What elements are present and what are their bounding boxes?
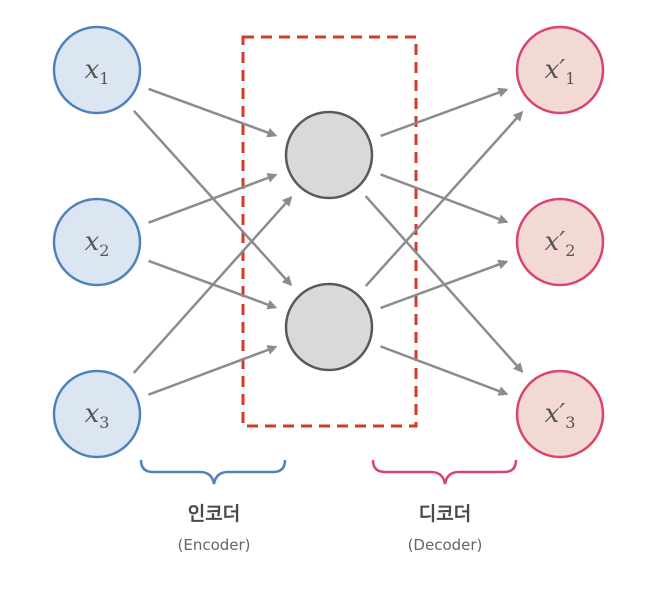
decoder-arrow-2-2 (380, 259, 509, 310)
encoder-arrow-3-2 (148, 345, 278, 396)
encoder-arrow-1-1 (148, 87, 278, 138)
svg-text:x′3: x′3 (545, 399, 576, 432)
hidden-node-1 (284, 110, 374, 200)
output-subscript: 1 (565, 69, 575, 88)
output-var: x′ (545, 399, 566, 429)
input-subscript: 3 (99, 413, 109, 432)
output-subscript: 2 (565, 241, 575, 260)
output-node-2: x′2 (515, 197, 605, 287)
decoder-brace (371, 459, 518, 485)
connections (132, 87, 524, 396)
input-subscript: 1 (99, 69, 109, 88)
input-var: x (85, 227, 100, 257)
output-var: x′ (545, 55, 566, 85)
encoder-label: 인코더 (188, 503, 240, 525)
input-node-1: x1 (52, 25, 142, 115)
decoder-arrow-2-3 (380, 345, 509, 396)
encoder-brace (139, 459, 287, 485)
input-var: x (85, 55, 100, 85)
input-node-3: x3 (52, 369, 142, 459)
encoder-arrow-3-1 (132, 195, 293, 374)
svg-text:x1: x1 (85, 55, 110, 88)
input-var: x (85, 399, 100, 429)
output-node-1: x′1 (515, 25, 605, 115)
decoder-label: 디코더 (419, 503, 471, 525)
svg-text:x′1: x′1 (545, 55, 576, 88)
output-var: x′ (545, 227, 566, 257)
svg-text:x3: x3 (85, 399, 110, 432)
svg-text:x′2: x′2 (545, 227, 576, 260)
decoder-arrow-1-1 (380, 87, 509, 138)
svg-text:x2: x2 (85, 227, 110, 260)
output-subscript: 3 (565, 413, 575, 432)
encoder-sublabel: (Encoder) (177, 536, 250, 554)
decoder-sublabel: (Decoder) (408, 536, 483, 554)
input-node-2: x2 (52, 197, 142, 287)
hidden-node-2 (284, 282, 374, 372)
output-node-3: x′3 (515, 369, 605, 459)
decoder-arrow-2-1 (364, 110, 524, 287)
input-subscript: 2 (99, 241, 109, 260)
encoder-arrow-2-1 (148, 173, 278, 224)
